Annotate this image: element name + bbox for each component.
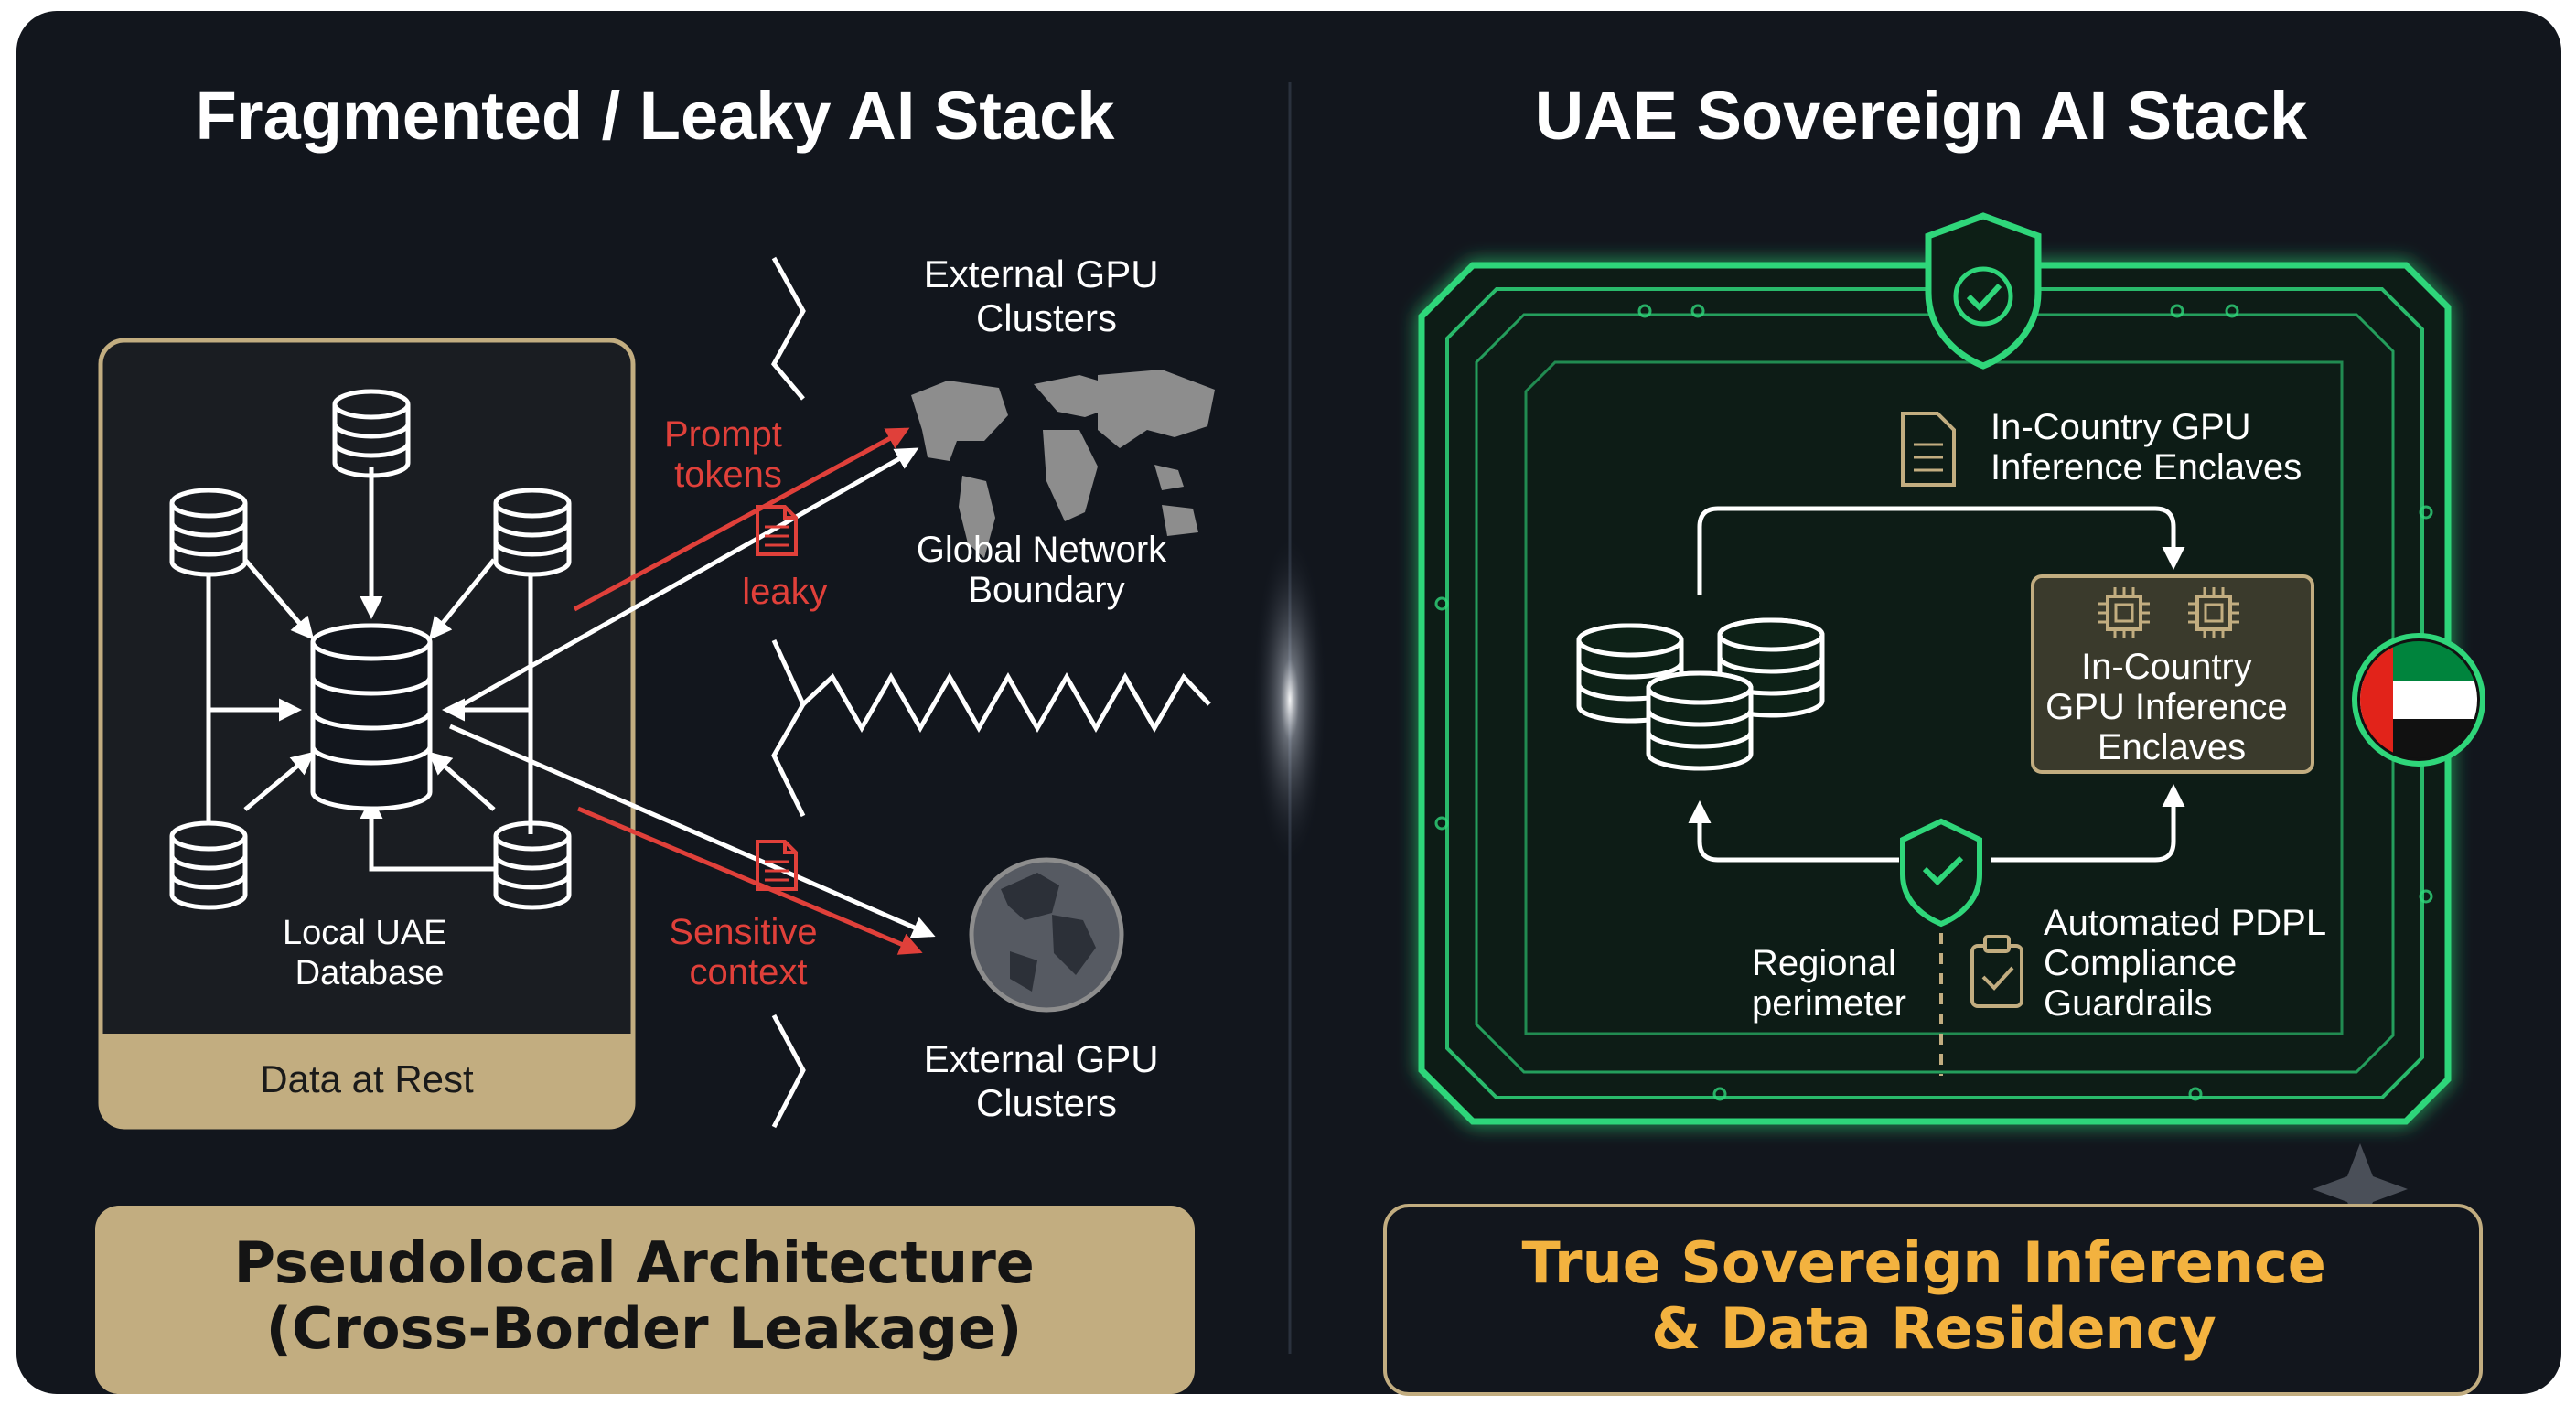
central-database-icon — [310, 623, 433, 811]
globe-icon — [969, 857, 1124, 1013]
external-gpu-top-label: External GPU Clusters — [924, 252, 1169, 339]
divider-glow — [1253, 535, 1326, 864]
left-title: Fragmented / Leaky AI Stack — [196, 78, 1116, 154]
shield-check-icon-top — [1925, 212, 2042, 370]
sensitive-context-label: Sensitive context — [669, 912, 827, 992]
world-map-icon — [911, 370, 1215, 558]
right-footer-text: True Sovereign Inference & Data Residenc… — [1522, 1229, 2346, 1362]
sovereign-perimeter-frame — [1418, 262, 2452, 1125]
enclave-doc-label: In-Country GPU Inference Enclaves — [1991, 407, 2302, 488]
document-icon-enclave — [1901, 412, 1956, 487]
internal-flow-arrows — [1688, 506, 2185, 863]
uae-flag-icon — [2352, 633, 2485, 767]
right-footer-box — [1383, 1204, 2483, 1396]
data-at-rest-bar — [101, 1034, 633, 1127]
pdpl-compliance-label: Automated PDPL Compliance Guardrails — [2044, 903, 2335, 1024]
leaky-label: leaky — [742, 572, 827, 612]
sparkle-icon — [2313, 1143, 2408, 1235]
prompt-tokens-label: Prompt tokens — [664, 414, 792, 495]
left-footer-box — [95, 1206, 1195, 1394]
data-at-rest-label: Data at Rest — [260, 1057, 474, 1100]
gpu-enclave-label: In-Country GPU Inference Enclaves — [2045, 647, 2298, 767]
clipboard-check-icon — [1970, 935, 2023, 1008]
shield-check-icon-bottom — [1900, 818, 1982, 928]
leak-arrows — [448, 427, 936, 955]
regional-perimeter-label: Regional perimeter — [1752, 943, 1906, 1024]
right-title: UAE Sovereign AI Stack — [1535, 78, 2308, 154]
database-connections — [206, 467, 533, 872]
external-gpu-bottom-label: External GPU Clusters — [924, 1037, 1169, 1124]
network-boundary-lines — [770, 256, 1211, 1129]
gpu-enclave-box — [2031, 574, 2314, 774]
left-footer-text: Pseudolocal Architecture (Cross-Border L… — [234, 1229, 1055, 1362]
local-database-label: Local UAE Database — [283, 914, 456, 992]
global-network-label: Global Network Boundary — [917, 530, 1177, 610]
sovereign-database-icon-center — [1648, 673, 1751, 768]
